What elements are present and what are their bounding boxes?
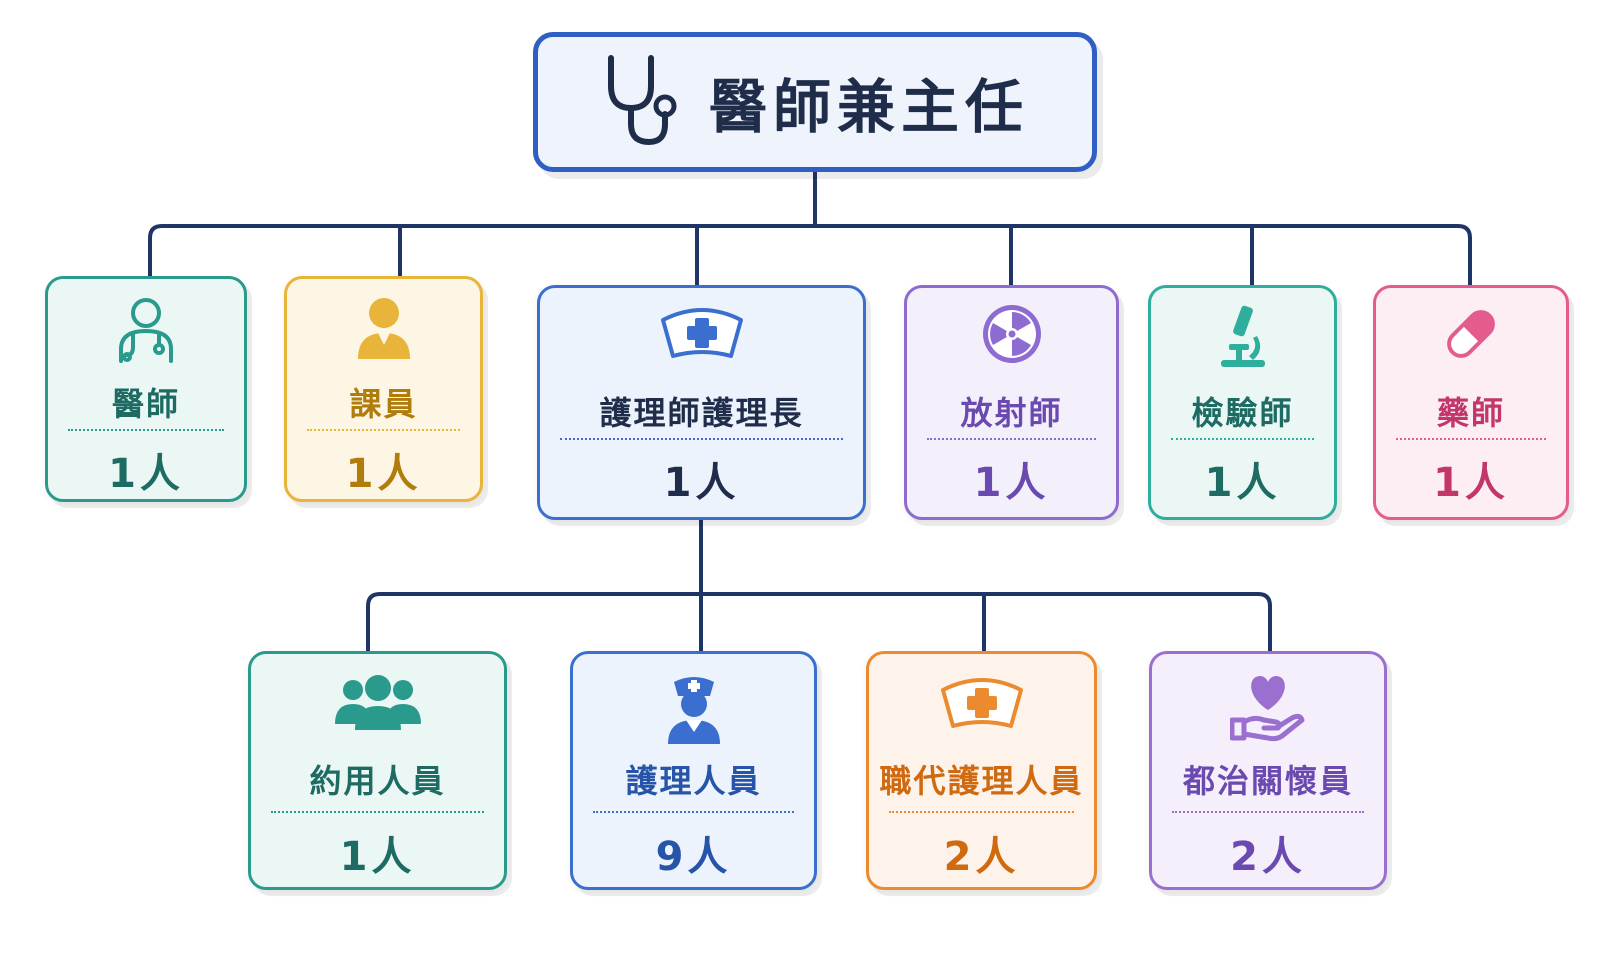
headcount: 1人 [1433, 460, 1509, 506]
dotted-divider [1172, 811, 1364, 813]
department-node-4: 放射師 1人 [904, 285, 1119, 520]
headcount: 1人 [1204, 460, 1281, 506]
dotted-divider [271, 811, 484, 813]
department-node-2: 課員 1人 [284, 276, 483, 502]
dotted-divider [307, 429, 460, 431]
dotted-divider [927, 438, 1096, 440]
person-icon [354, 293, 414, 367]
headcount: 1人 [345, 451, 422, 497]
node-label: 護理人員 [625, 762, 762, 800]
pill-icon [1439, 302, 1503, 370]
headcount: 2人 [943, 834, 1020, 880]
root-node: 醫師兼主任 [533, 32, 1097, 172]
node-label: 都治關懷員 [1182, 762, 1353, 800]
root-title: 醫師兼主任 [708, 73, 1029, 141]
dotted-divider [68, 429, 224, 431]
headcount: 1人 [339, 834, 416, 880]
department-node-1: 醫師 1人 [45, 276, 247, 502]
node-label: 檢驗師 [1191, 394, 1294, 432]
headcount: 1人 [663, 460, 740, 506]
microscope-icon [1213, 302, 1273, 374]
heart-hand-icon [1229, 672, 1306, 746]
headcount: 1人 [108, 451, 184, 497]
nurse-icon [664, 672, 724, 750]
headcount: 2人 [1230, 834, 1306, 880]
headcount: 9人 [655, 834, 732, 880]
nursing-staff-node-4: 都治關懷員 2人 [1149, 651, 1387, 890]
node-label: 職代護理人員 [879, 762, 1084, 800]
node-label: 約用人員 [309, 762, 446, 800]
group-icon [333, 672, 423, 736]
department-node-5: 檢驗師 1人 [1148, 285, 1337, 520]
radiation-icon [980, 302, 1044, 370]
node-label: 藥師 [1436, 394, 1505, 432]
node-label: 放射師 [960, 394, 1063, 432]
department-node-3: 護理師護理長 1人 [537, 285, 866, 520]
dotted-divider [560, 438, 843, 440]
nursing-staff-node-1: 約用人員 1人 [248, 651, 507, 890]
node-label: 護理師護理長 [599, 394, 804, 432]
node-label: 醫師 [111, 385, 180, 423]
bottom-bus-line [366, 592, 1272, 653]
stethoscope-icon [601, 50, 681, 154]
department-node-6: 藥師 1人 [1373, 285, 1569, 520]
nursing-staff-node-2: 護理人員 9人 [570, 651, 817, 890]
top-bus-line [148, 224, 1472, 287]
nurse-cap-icon [937, 672, 1027, 736]
dotted-divider [1171, 438, 1314, 440]
doctor-icon [111, 293, 181, 369]
dotted-divider [889, 811, 1074, 813]
node-label: 課員 [349, 385, 418, 423]
dotted-divider [1396, 438, 1546, 440]
dotted-divider [593, 811, 794, 813]
nursing-staff-node-3: 職代護理人員 2人 [866, 651, 1097, 890]
headcount: 1人 [973, 460, 1050, 506]
nurse-cap-icon [657, 302, 747, 366]
